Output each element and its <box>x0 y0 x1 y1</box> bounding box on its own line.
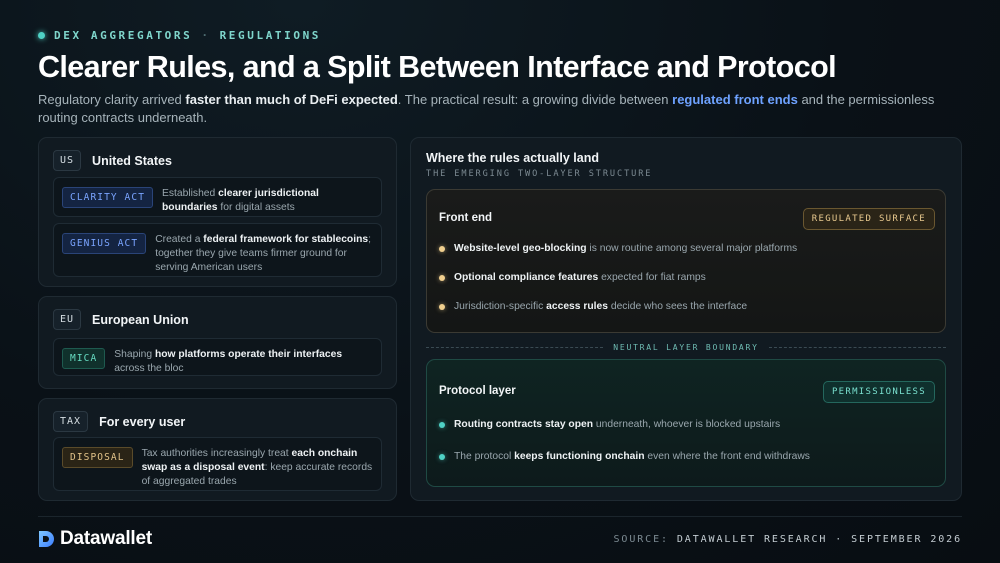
source-credit: SOURCE: DATAWALLET RESEARCH · SEPTEMBER … <box>613 534 962 545</box>
region-name: For every user <box>99 414 186 429</box>
layer-name: Front end <box>439 212 493 224</box>
region-code-badge: TAX <box>53 411 89 432</box>
region-name: European Union <box>92 312 189 327</box>
boundary-divider <box>768 346 946 348</box>
boundary-label: NEUTRAL LAYER BOUNDARY <box>613 342 759 352</box>
eyebrow-topic: REGULATIONS <box>219 29 322 42</box>
regulation-item-clarity-act: CLARITY ACT Established clearer jurisdic… <box>53 177 382 217</box>
panel-subtitle: THE EMERGING TWO-LAYER STRUCTURE <box>426 169 653 179</box>
boundary-divider <box>426 346 604 348</box>
regulation-description: Shaping how platforms operate their inte… <box>114 349 343 374</box>
front-end-bullet: Optional compliance features expected fo… <box>439 272 706 283</box>
regulated-surface-badge: REGULATED SURFACE <box>802 208 935 230</box>
protocol-bullet: The protocol keeps functioning onchain e… <box>439 451 810 462</box>
page-title: Clearer Rules, and a Split Between Inter… <box>38 50 837 84</box>
regulation-tag: DISPOSAL <box>62 447 133 468</box>
regulation-item-genius-act: GENIUS ACT Created a federal framework f… <box>53 223 382 277</box>
regulation-item-disposal: DISPOSAL Tax authorities increasingly tr… <box>53 437 382 491</box>
regulation-item-mica: MICA Shaping how platforms operate their… <box>53 338 382 376</box>
brand-name: Datawallet <box>60 528 152 549</box>
front-end-bullet: Website-level geo-blocking is now routin… <box>439 243 797 254</box>
bullet-dot-icon <box>439 453 445 460</box>
regulation-description: Tax authorities increasingly treat each … <box>141 448 373 487</box>
layer-name: Protocol layer <box>439 385 516 397</box>
layer-boundary: NEUTRAL LAYER BOUNDARY <box>426 341 946 353</box>
region-code-badge: US <box>53 150 82 171</box>
bullet-dot-icon <box>439 274 445 281</box>
regulation-description: Created a federal framework for stableco… <box>155 234 371 273</box>
two-layer-panel: Where the rules actually land THE EMERGI… <box>410 137 962 501</box>
bullet-dot-icon <box>439 421 445 428</box>
region-card-tax: TAX For every user DISPOSAL Tax authorit… <box>38 398 397 501</box>
footer-divider <box>38 516 962 517</box>
bullet-dot-icon <box>439 245 445 252</box>
eyebrow: DEX AGGREGATORS · REGULATIONS <box>38 29 321 42</box>
brand-logo: Datawallet <box>38 528 152 550</box>
region-card-us: US United States CLARITY ACT Established… <box>38 137 397 287</box>
status-dot-icon <box>38 32 45 39</box>
datawallet-logo-icon <box>39 531 54 547</box>
protocol-layer: Protocol layer PERMISSIONLESS Routing co… <box>426 359 946 487</box>
bullet-dot-icon <box>439 303 445 310</box>
protocol-bullet: Routing contracts stay open underneath, … <box>439 419 780 430</box>
region-name: United States <box>92 153 172 168</box>
regulation-tag: CLARITY ACT <box>62 187 154 208</box>
eyebrow-separator: · <box>201 29 211 42</box>
regulation-tag: MICA <box>62 348 106 369</box>
regulation-tag: GENIUS ACT <box>62 233 147 254</box>
page-subtitle: Regulatory clarity arrived faster than m… <box>38 92 935 125</box>
region-code-badge: EU <box>53 309 82 330</box>
front-end-bullet: Jurisdiction-specific access rules decid… <box>439 301 747 312</box>
region-card-eu: EU European Union MICA Shaping how platf… <box>38 296 397 389</box>
panel-title: Where the rules actually land <box>426 151 599 165</box>
permissionless-badge: PERMISSIONLESS <box>822 381 935 403</box>
eyebrow-category: DEX AGGREGATORS <box>54 29 193 42</box>
front-end-layer: Front end REGULATED SURFACE Website-leve… <box>426 189 946 333</box>
regulation-description: Established clearer jurisdictional bound… <box>162 188 319 213</box>
